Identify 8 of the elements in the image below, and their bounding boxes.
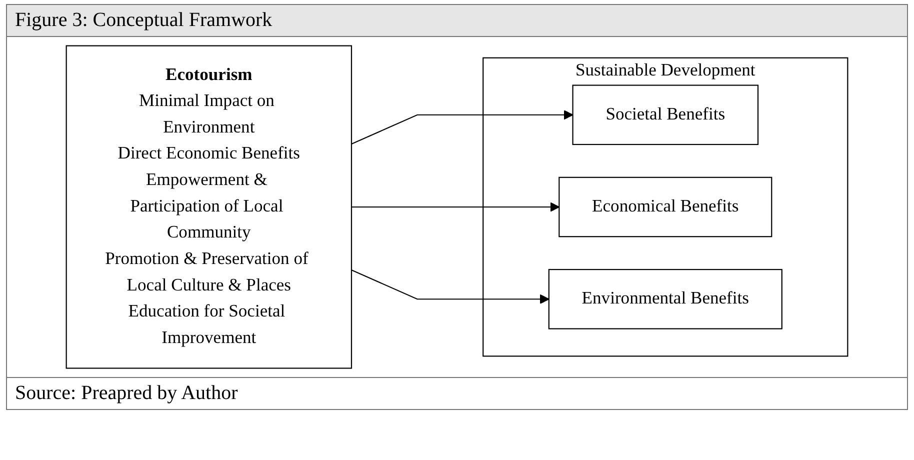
arrow xyxy=(351,270,550,304)
figure-title: Figure 3: Conceptual Framwork xyxy=(7,5,907,37)
node-box: Societal Benefits xyxy=(572,84,759,146)
node-box: Economical Benefits xyxy=(558,176,772,238)
node-box: Ecotourism Minimal Impact on Environment Direct Economic Benefits Empowerment & Participation of Local Community Promotion & Preservation of Local Culture & Places Education for Societal Improvement xyxy=(66,45,352,369)
arrow xyxy=(351,202,560,212)
node-box: Environmental Benefits xyxy=(548,268,782,330)
arrow xyxy=(351,110,574,144)
